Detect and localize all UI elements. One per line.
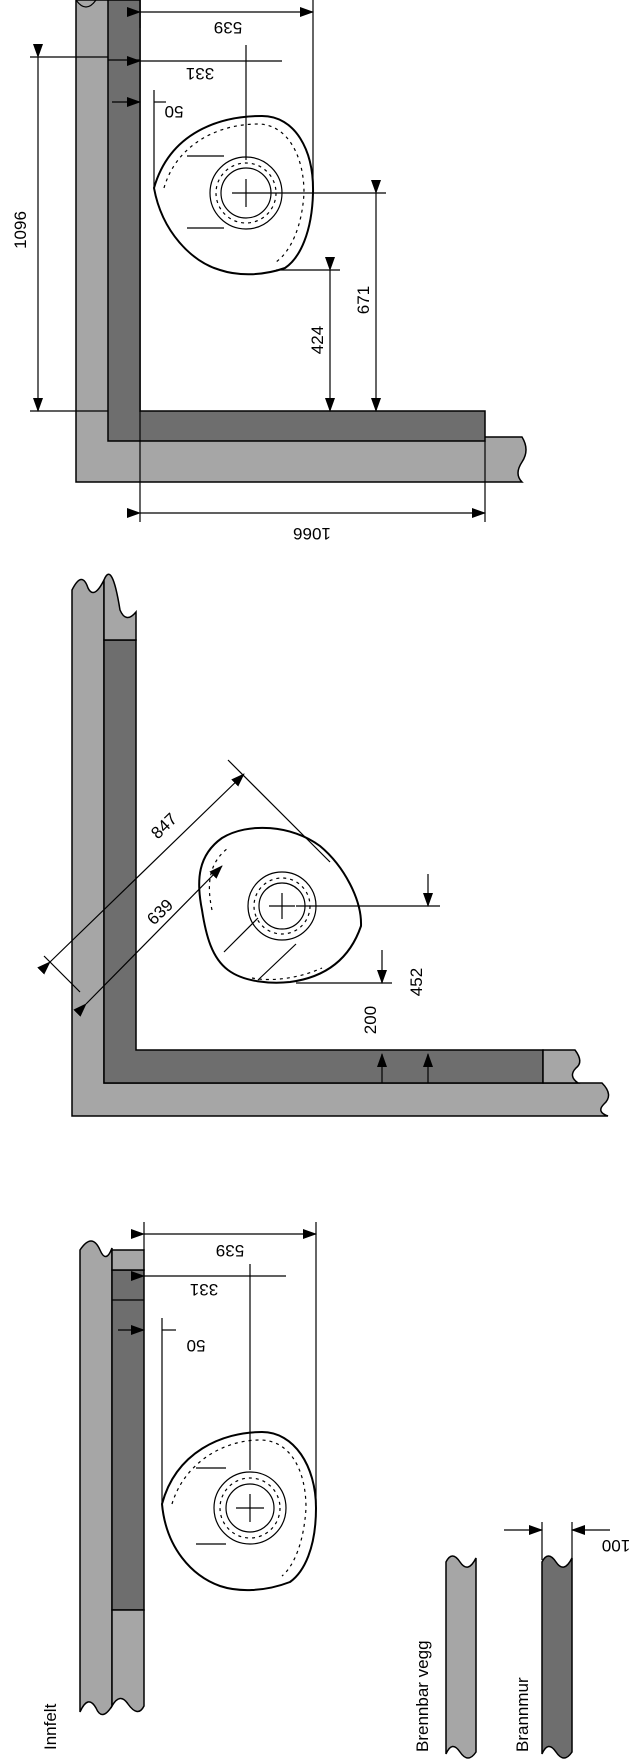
legend-label-combustible-wall: Brennbar vegg xyxy=(413,1640,432,1752)
firewall xyxy=(111,1269,145,1611)
wall-break-mark xyxy=(75,0,116,8)
legend: Innfelt Brennbar vegg Brannmur 100 xyxy=(41,1522,630,1759)
firewall xyxy=(107,0,486,442)
dim-label-depth: 1096 xyxy=(11,211,30,249)
stove-body xyxy=(160,1430,318,1592)
dim-label-center: 331 xyxy=(186,64,214,83)
legend-label-firewall: Brannmur xyxy=(513,1677,532,1752)
dim-label-width: 539 xyxy=(214,18,242,37)
dim-label-center-y: 452 xyxy=(407,968,426,996)
stove-door-line xyxy=(257,943,297,981)
dim-label-gap: 50 xyxy=(165,102,184,121)
dim-label-diag-outer: 847 xyxy=(147,809,181,842)
combustible-wall-cap xyxy=(103,573,137,641)
stove-body xyxy=(152,114,315,276)
diagram-corner-clearance: 539 331 50 1096 424 671 1066 xyxy=(11,0,527,543)
dim-label-center-y: 671 xyxy=(354,286,373,314)
flue-outer-ring xyxy=(213,1471,287,1545)
stove-plan xyxy=(160,1430,318,1592)
stove-plan xyxy=(152,114,315,276)
stove-plan xyxy=(198,826,363,984)
combustible-wall-end xyxy=(111,1609,145,1713)
combustible-wall xyxy=(71,578,610,1117)
legend-combustible-wall-swatch xyxy=(445,1555,477,1759)
dim-line-639 xyxy=(73,865,223,1017)
legend-firewall-swatch xyxy=(541,1555,573,1759)
ext-line xyxy=(227,759,331,863)
combustible-wall-cap xyxy=(111,1249,145,1271)
dim-label-gap: 50 xyxy=(187,1336,206,1355)
dim-label-diag-inner: 639 xyxy=(143,895,177,928)
flue-pipe xyxy=(225,1483,275,1533)
dim-label-center: 331 xyxy=(190,1280,218,1299)
combustible-wall xyxy=(79,1240,113,1716)
dim-label-firewall: 1066 xyxy=(293,524,331,543)
legend-dim-100: 100 xyxy=(602,1536,630,1555)
dim-label-front-gap: 200 xyxy=(361,1006,380,1034)
dim-label-front-gap: 424 xyxy=(308,326,327,354)
flue-ring-pattern xyxy=(219,1477,281,1539)
dim-label-width: 539 xyxy=(216,1241,244,1260)
combustible-wall-end xyxy=(542,1049,581,1084)
diagram-recessed: 539 331 50 xyxy=(79,1222,318,1716)
diagram-diagonal-corner: 847 639 200 452 xyxy=(37,573,610,1117)
title-innfelt: Innfelt xyxy=(41,1703,60,1750)
